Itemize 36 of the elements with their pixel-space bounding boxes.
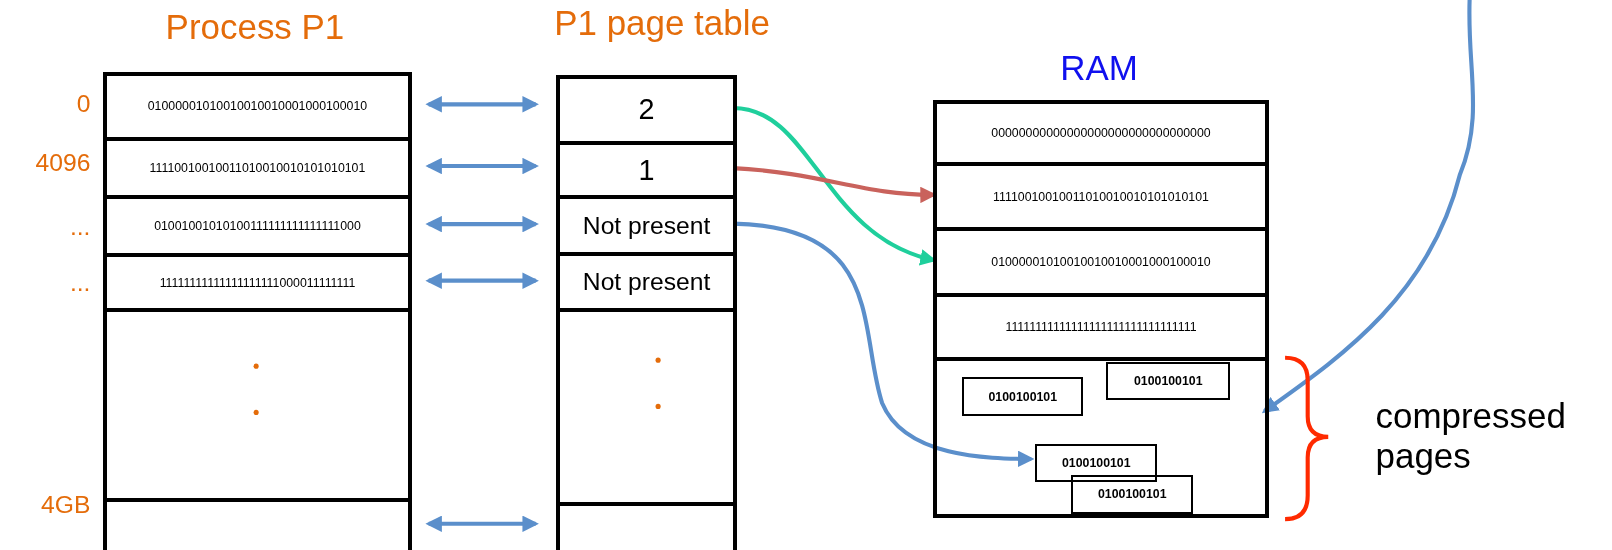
double-arrow	[425, 96, 539, 113]
column-heading: Process P1	[165, 8, 345, 47]
memory-page-row: 01000001010010010010001000100010	[935, 229, 1267, 295]
memory-page-row: 11110010010011010010010101010101	[104, 138, 411, 198]
page-table-entry: 2	[558, 77, 735, 143]
memory-page-row: 00000000000000000000000000000000	[935, 101, 1267, 165]
address-label: 0	[75, 90, 91, 119]
compressed-page: 0100100101	[962, 377, 1084, 417]
address-label: ...	[68, 269, 91, 298]
memory-page-row: 01001001010100111111111111111000	[104, 197, 411, 255]
memory-page-row: 11111111111111111111000011111111	[104, 254, 411, 311]
double-arrow	[425, 157, 539, 175]
double-arrow	[425, 215, 539, 233]
double-arrow	[425, 515, 539, 532]
page-table-entry: 1	[558, 142, 735, 198]
annotation-label: compressed pages	[1375, 395, 1567, 477]
column-heading: P1 page table	[554, 4, 770, 43]
compressed-page: 0100100101	[1071, 474, 1194, 514]
compressed-page: 0100100101	[1035, 444, 1158, 482]
memory-page-row	[104, 499, 411, 550]
address-label: ...	[68, 212, 91, 242]
column-heading: RAM	[1060, 49, 1138, 88]
page-table-entry: Not present	[558, 253, 735, 311]
address-label: 4GB	[40, 491, 91, 520]
empty-page-rows	[104, 310, 411, 500]
memory-page-row: 11110010010011010010010101010101	[935, 164, 1267, 230]
memory-page-row: 01000001010010010010001000100010	[104, 73, 411, 139]
compressed-page-region	[935, 358, 1267, 516]
memory-page-row	[558, 503, 735, 550]
address-label: 4096	[34, 149, 91, 178]
memory-page-row: 11111111111111111111111111111111	[935, 295, 1267, 359]
compressed-page: 0100100101	[1106, 361, 1231, 400]
double-arrow	[425, 272, 539, 289]
arrow	[1261, 0, 1476, 414]
page-table-entry: Not present	[558, 197, 735, 254]
empty-page-entries	[558, 310, 735, 504]
